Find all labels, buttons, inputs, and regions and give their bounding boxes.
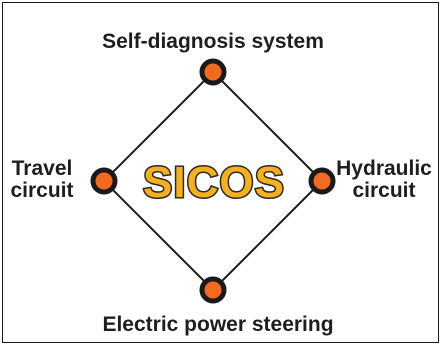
label-travel-line1: Travel <box>12 157 73 180</box>
node-right <box>308 167 336 195</box>
node-left <box>90 167 118 195</box>
label-hydraulic-line1: Hydraulic <box>336 157 432 180</box>
node-bottom-dot <box>199 276 227 304</box>
node-right-dot <box>308 167 336 195</box>
sicos-title: SICOS <box>143 158 285 207</box>
label-hydraulic-line2: circuit <box>352 179 415 202</box>
label-travel-line2: circuit <box>10 179 73 202</box>
node-left-dot <box>90 167 118 195</box>
node-bottom <box>199 276 227 304</box>
node-top <box>199 58 227 86</box>
node-top-dot <box>199 58 227 86</box>
label-electric-power-steering: Electric power steering <box>102 313 333 336</box>
label-self-diagnosis: Self-diagnosis system <box>102 30 324 53</box>
